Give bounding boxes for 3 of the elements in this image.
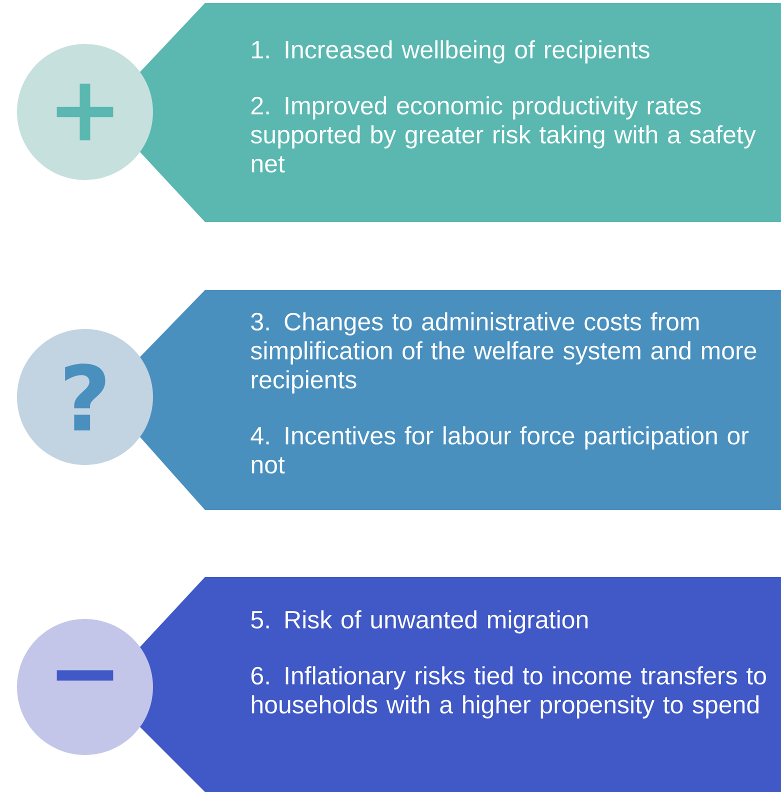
banner: 1. Increased wellbeing of recipients 2. Improved economic productivity rates supported by greater risk taking with a safety net bbox=[140, 3, 781, 222]
banner: 3. Changes to administrative costs from simplification of the welfare system and more recipients 4. Incentives for labour force participation or not bbox=[140, 290, 781, 510]
banner: 5. Risk of unwanted migration 6. Inflationary risks tied to income transfers to households with a higher propensity to spend bbox=[140, 577, 781, 792]
